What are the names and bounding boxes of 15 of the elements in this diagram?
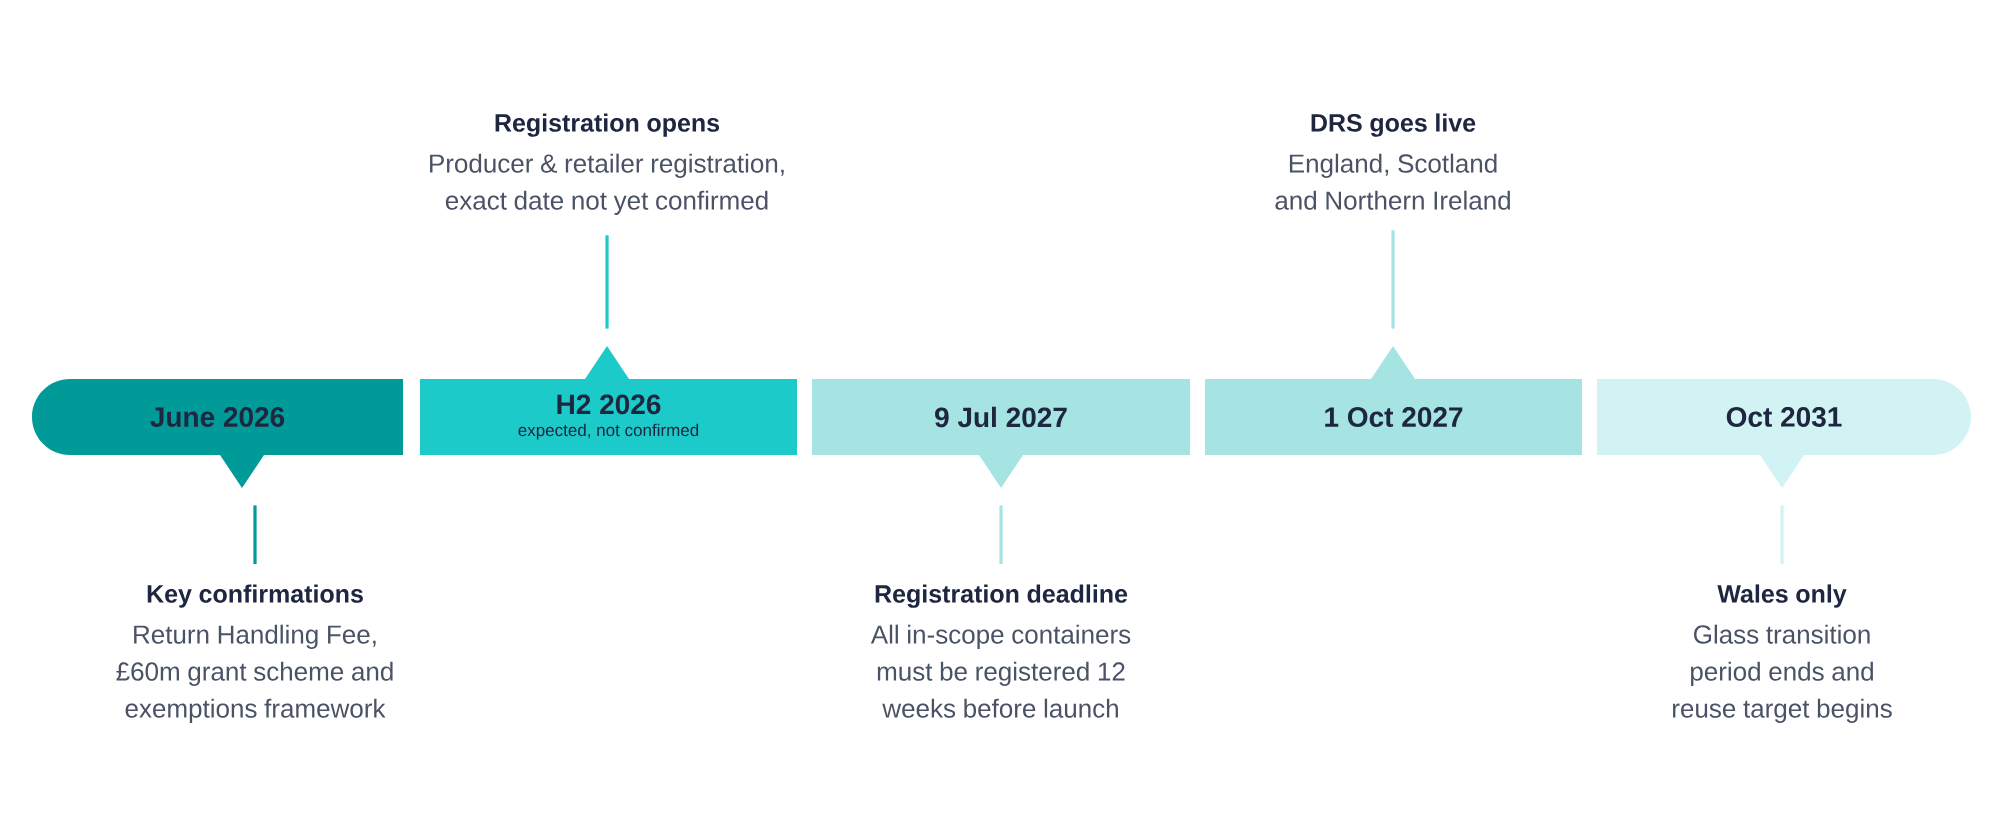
leader-line [605,235,609,329]
timeline-segment: 9 Jul 2027 [812,379,1190,488]
milestone-text: DRS goes live England, Scotland and Northern Ireland [1275,113,1510,210]
leader-line [1780,505,1784,564]
leader-line [253,505,257,564]
timeline-segment: June 2026 [32,379,403,488]
timeline-segment: 1 Oct 2027 [1205,346,1583,455]
milestone-text: Registration deadline All in-scope containers must be registered 12 weeks before launch [870,584,1131,718]
timeline-segment: H2 2026 expected, not confirmed [420,346,797,455]
milestone-text: Key confirmations Return Handling Fee, £60m grant scheme and exemptions framework [116,584,393,723]
timeline-segment: Oct 2031 [1597,379,1972,488]
milestone-text: Registration opens Producer & retailer registration, exact date not yet confirmed [430,113,784,215]
milestone-text: Wales only Glass transition period ends and reuse target begins [1673,584,1892,723]
leader-line [1391,230,1395,329]
leader-line [999,505,1003,564]
